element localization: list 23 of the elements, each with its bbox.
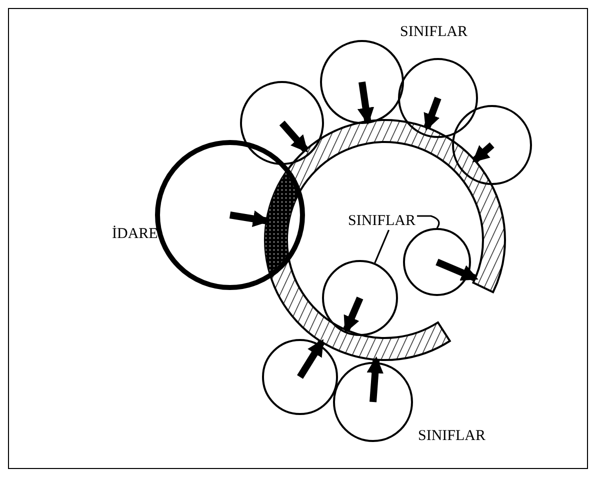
arrow [366,356,384,402]
arrow [357,82,374,125]
area-label: SINIFLAR [400,23,468,41]
arrow [343,296,364,334]
classroom-circle [262,339,338,415]
classroom-circle [398,58,478,138]
leader-line [417,215,440,228]
arrow [279,120,308,152]
classroom-circle [320,40,404,124]
arrow [297,339,325,379]
arrow [436,258,478,282]
classroom-circle [452,105,532,185]
arrow [472,142,494,163]
classroom-circle [322,260,398,336]
classroom-circle [240,81,324,165]
leader-line [374,230,390,264]
classroom-circle [333,362,413,442]
classroom-circle [403,228,471,296]
area-label: SINIFLAR [348,212,416,230]
area-label: İDARE [112,225,158,243]
arrow [229,210,270,228]
arrow [424,96,442,131]
area-label: SINIFLAR [418,427,486,445]
